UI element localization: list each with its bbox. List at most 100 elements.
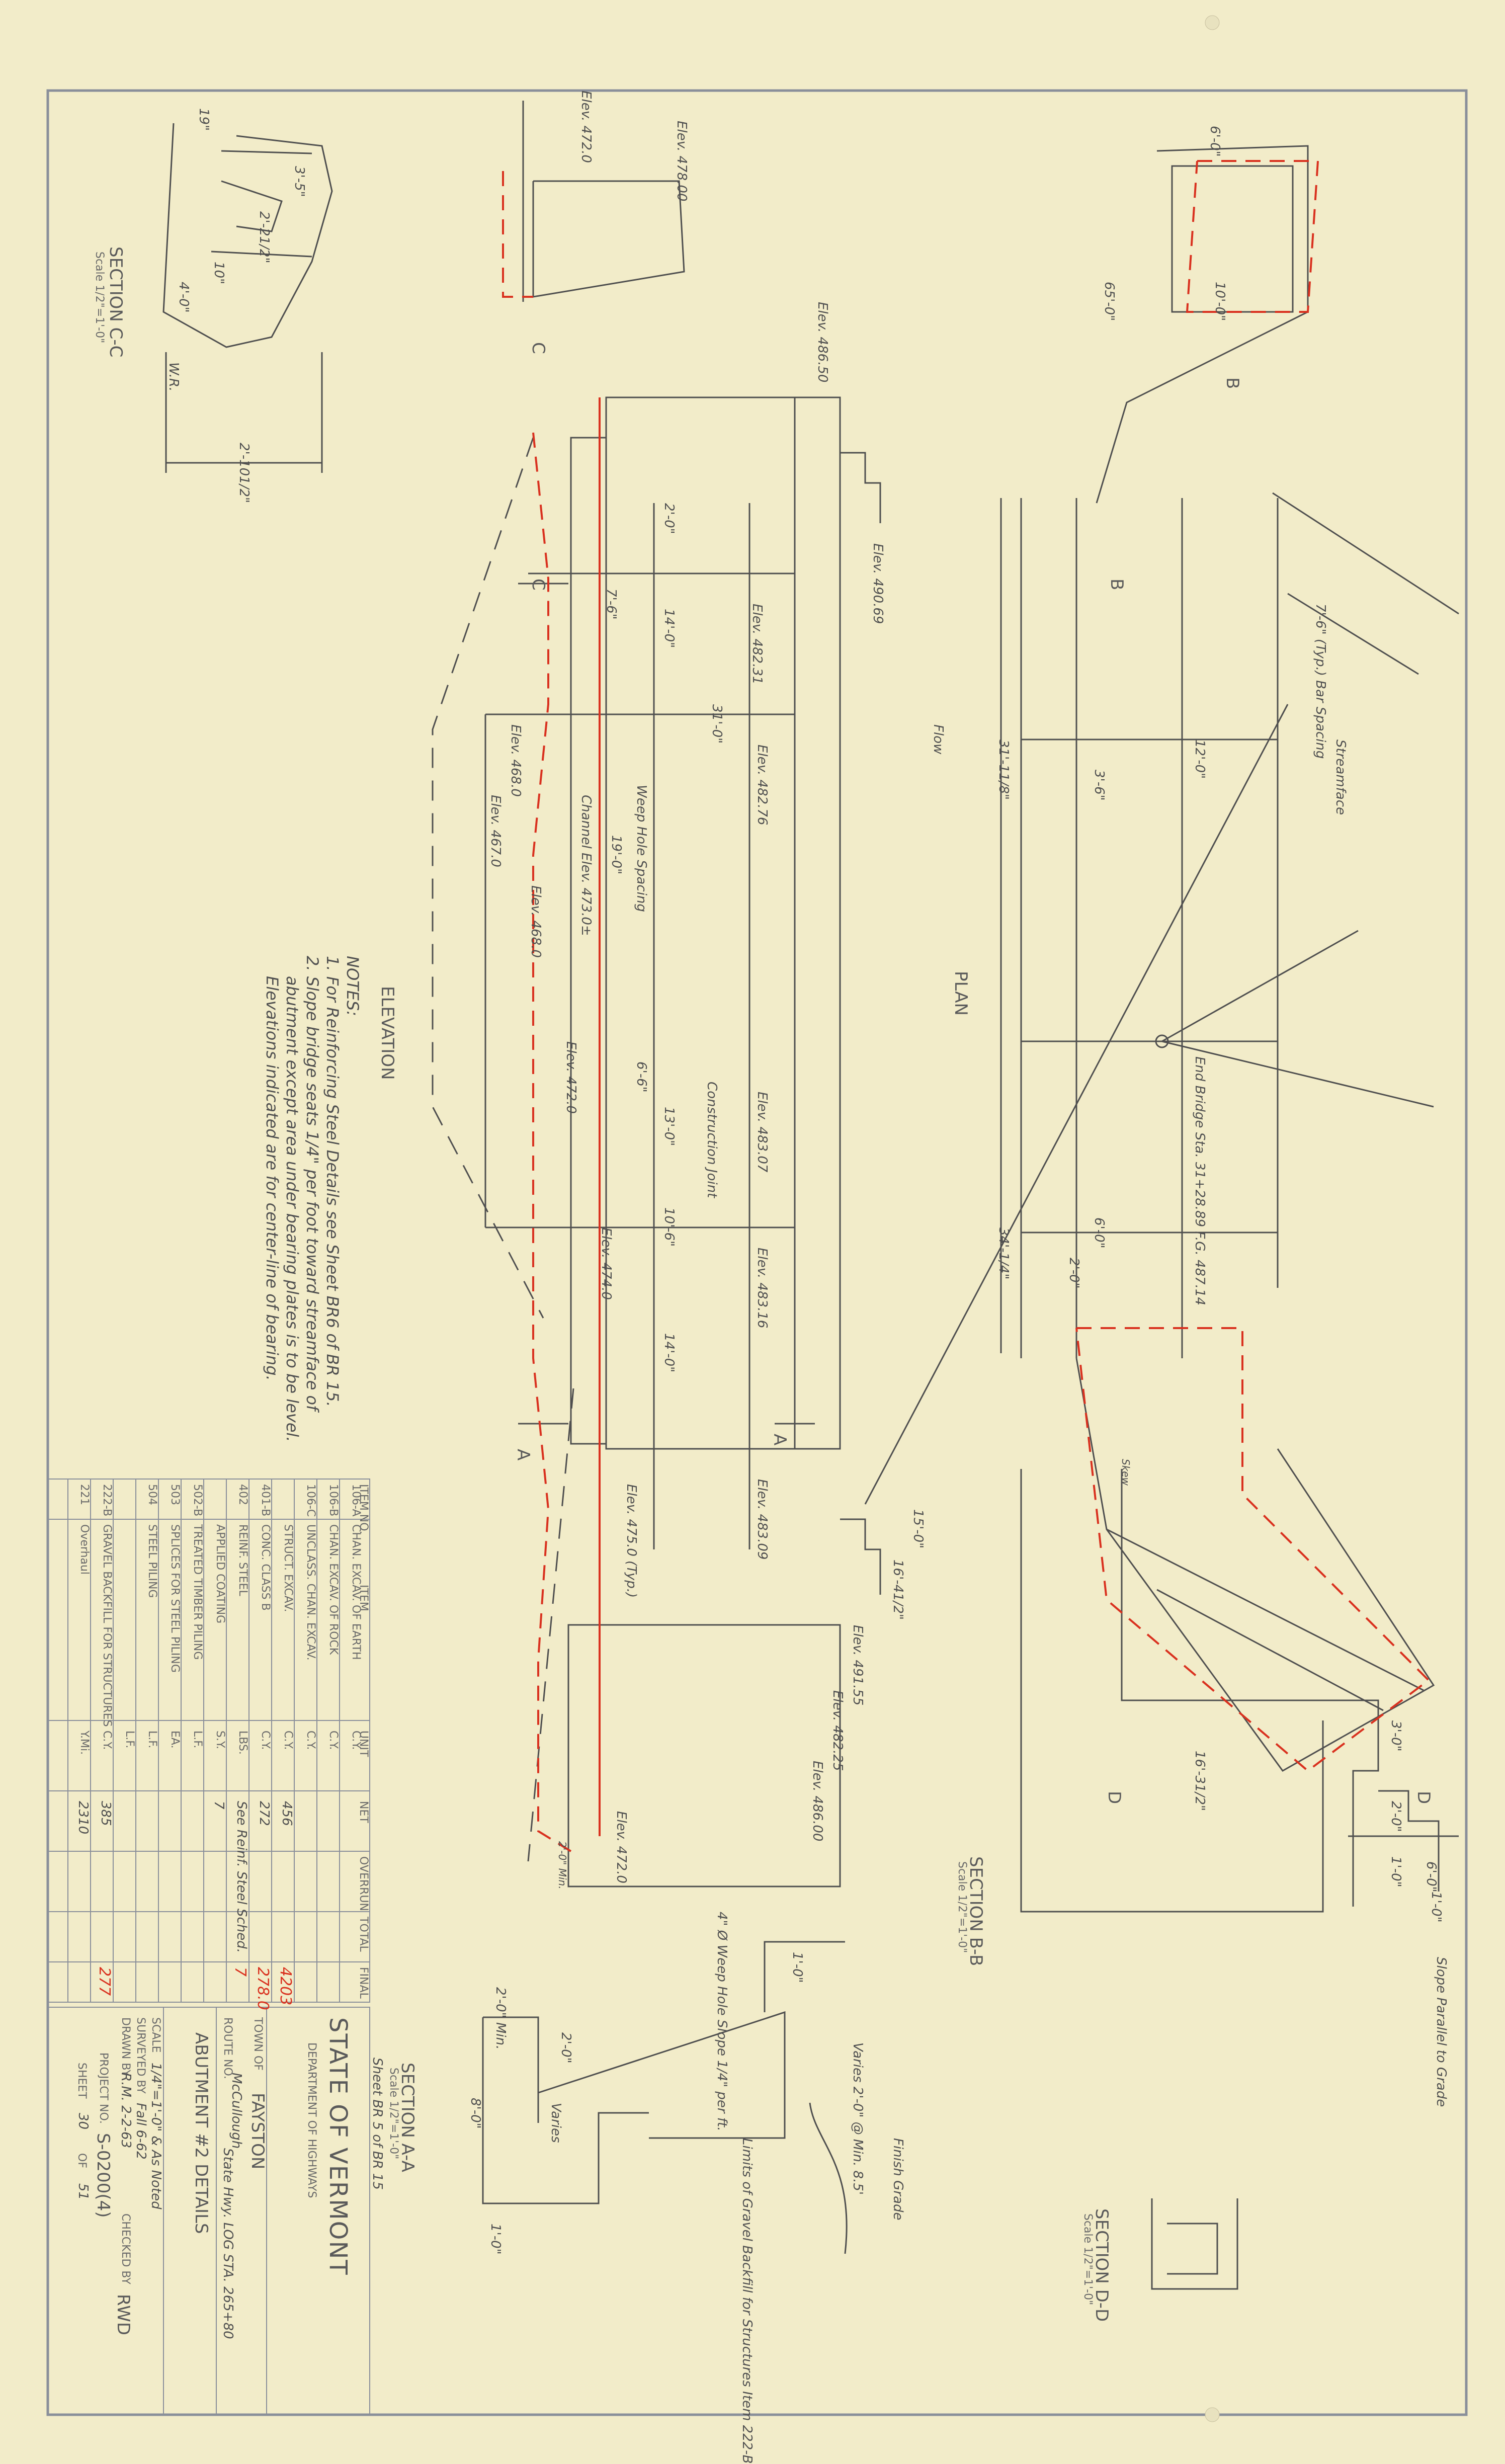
- elev-468-a: Elev. 468.0: [508, 724, 523, 797]
- sheet-number: 30: [75, 2113, 91, 2130]
- sheet-border: [46, 89, 1468, 2416]
- department-title: DEPARTMENT OF HIGHWAYS: [305, 2042, 318, 2198]
- elev-482-31: Elev. 482.31: [749, 604, 765, 685]
- qty-row-6-net: See Reinf. Steel Sched.: [234, 1801, 249, 1953]
- section-bb-title: SECTION B-B: [966, 1856, 986, 1966]
- plan-dim-10-0-top: 10'-0": [1212, 282, 1227, 321]
- section-dd-scale: Scale 1/2"=1'-0": [1081, 2213, 1094, 2306]
- qty-row-9-item: SPLICES FOR STEEL PILING: [169, 1524, 181, 1673]
- streamface-label: Streamface: [1333, 740, 1348, 815]
- cc-dim-2-2: 2'-21/2": [257, 211, 272, 264]
- route-value: State Hwy. LOG STA. 265+80: [220, 2148, 235, 2339]
- qty-row-8-item-no: 502-B: [191, 1484, 204, 1517]
- wr-label: W.R.: [166, 362, 181, 392]
- note-line-4: Elevations indicated are for center-line…: [263, 976, 282, 1381]
- plan-dim-2-0: 2'-0": [1066, 1258, 1081, 1289]
- project-label: PROJECT NO.: [97, 2052, 110, 2124]
- dim-14-0-b: 14'-0": [661, 1333, 677, 1373]
- qty-row-7-unit: S.Y.: [214, 1731, 226, 1749]
- plan-dim-65-0: 65'-0": [1102, 282, 1117, 321]
- elev-475-typ: Elev. 475.0 (Typ.): [624, 1484, 639, 1598]
- qty-row-13-item: Overhaul: [78, 1524, 91, 1575]
- section-cc-title: SECTION C-C: [106, 247, 126, 358]
- qty-row-6-item-no: 402: [236, 1484, 249, 1505]
- dim-31-0: 31'-0": [709, 704, 724, 744]
- bb-dim-3-0: 3'-0": [1388, 1720, 1403, 1752]
- qty-row-6-final: 7: [231, 1967, 249, 1977]
- section-dd-title: SECTION D-D: [1092, 2208, 1112, 2322]
- title-block-grid: [47, 2007, 370, 2415]
- section-aa-sheet: Sheet BR 5 of BR 15: [370, 2058, 385, 2190]
- qty-row-2-item-no: 106-B: [327, 1484, 340, 1517]
- dim-6-6: 6'-6": [634, 1061, 649, 1093]
- qty-row-3-item-no: 106-C: [304, 1484, 317, 1517]
- plan-dim-16-3-5: 16'-31/2": [1192, 1751, 1207, 1811]
- plan-dim-6-0-top: 6'-0": [1207, 126, 1222, 157]
- qty-row-4-unit: C.Y.: [282, 1731, 294, 1750]
- qty-row-8-unit: L.F.: [191, 1731, 204, 1749]
- section-cc-scale: Scale 1/2"=1'-0": [93, 252, 106, 344]
- elev-483-07: Elev. 483.07: [755, 1092, 770, 1173]
- surveyed-value: Fall 6-62: [133, 2103, 148, 2160]
- note-line-1: 1. For Reinforcing Steel Details see She…: [323, 956, 342, 1407]
- channel-elev: Channel Elev. 473.0±: [578, 795, 594, 936]
- dim-7-6: 7'-6": [604, 589, 619, 620]
- varies-label: Varies 2'-0" @ Min. 8.5': [850, 2042, 865, 2195]
- of-label: OF: [75, 2153, 88, 2168]
- cc-dim-3-5: 3'-5": [292, 166, 307, 197]
- qty-row-5-item-no: 401-B: [259, 1484, 272, 1517]
- qty-row-12-item-no: 222-B: [101, 1484, 113, 1517]
- cut-mark-a-right: A: [770, 1434, 790, 1446]
- qty-row-3-unit: C.Y.: [304, 1731, 317, 1750]
- elev-467: Elev. 467.0: [488, 795, 503, 867]
- elev-486-50: Elev. 486.50: [815, 302, 830, 383]
- elev-482-76: Elev. 482.76: [755, 745, 770, 826]
- qty-header-final: FINAL: [357, 1967, 370, 1999]
- qty-row-10-item: STEEL PILING: [146, 1524, 158, 1598]
- dim-13-0: 13'-0": [661, 1107, 677, 1146]
- qty-row-12-net: 385: [98, 1801, 113, 1826]
- qty-header-overrun: OVERRUN: [357, 1856, 370, 1912]
- cut-mark-a-left: A: [513, 1449, 533, 1461]
- cut-mark-c-bottom: C: [528, 579, 548, 591]
- dim-10-6: 10'-6": [661, 1207, 677, 1247]
- note-line-3: abutment except area under bearing plate…: [283, 976, 302, 1442]
- top-wall-elevation: [522, 101, 685, 302]
- plan-title: PLAN: [951, 971, 971, 1016]
- section-dd-drawing: [1151, 2198, 1238, 2290]
- plan-dim-12-0: 12'-0": [1192, 740, 1207, 779]
- qty-row-4-final: 4203: [277, 1967, 294, 2006]
- aa-varies: Varies: [548, 2103, 563, 2143]
- qty-row-12-unit: C.Y.: [101, 1731, 113, 1750]
- cc-dim-10: 10": [211, 262, 226, 285]
- qty-row-4-net: 456: [279, 1801, 294, 1826]
- project-value: S-0200(4): [93, 2133, 113, 2218]
- min-label: 2'-0" Min.: [556, 1841, 568, 1890]
- surveyed-label: SURVEYED BY: [134, 2017, 147, 2094]
- qty-row-7-net: 7: [211, 1801, 226, 1810]
- checked-value: RWD: [113, 2294, 133, 2336]
- gravel-backfill-limits: Limits of Gravel Backfill for Structures…: [739, 2138, 755, 2464]
- qty-row-13-item-no: 221: [78, 1484, 91, 1505]
- plan-dim-34-1-4: 34'-1/4": [996, 1227, 1011, 1280]
- qty-row-9-unit: EA.: [169, 1731, 181, 1749]
- plan-dim-16-4-5: 16'-41/2": [890, 1559, 905, 1620]
- bb-dim-1-0-a: 1'-0": [1388, 1856, 1403, 1887]
- section-aa-title: SECTION A-A: [397, 2063, 417, 2172]
- elevation-drawing: [432, 396, 881, 1887]
- section-cc-drawing: [162, 123, 333, 473]
- qty-row-6-item: REINF. STEEL: [236, 1524, 249, 1596]
- elev-468-b: Elev. 468.0: [528, 885, 543, 958]
- aa-dim-1-0-b: 1'-0": [790, 1952, 805, 1983]
- elev-490-69: Elev. 490.69: [870, 543, 885, 624]
- cut-mark-b-bottom: B: [1107, 579, 1127, 591]
- qty-row-1-item-no: 106-A: [350, 1484, 362, 1517]
- cut-mark-d-left: D: [1104, 1791, 1124, 1804]
- note-line-2: 2. Slope bridge seats 1/4" per foot towa…: [303, 956, 322, 1411]
- weep-hole-note: 4" Ø Weep Hole Slope 1/4" per ft.: [714, 1912, 729, 2131]
- elev-483-09: Elev. 483.09: [755, 1479, 770, 1560]
- qty-row-2-unit: C.Y.: [327, 1731, 340, 1750]
- section-bb-drawing: [1020, 1469, 1459, 1913]
- checked-label: CHECKED BY: [119, 2213, 132, 2284]
- elev-486-00: Elev. 486.00: [810, 1761, 825, 1842]
